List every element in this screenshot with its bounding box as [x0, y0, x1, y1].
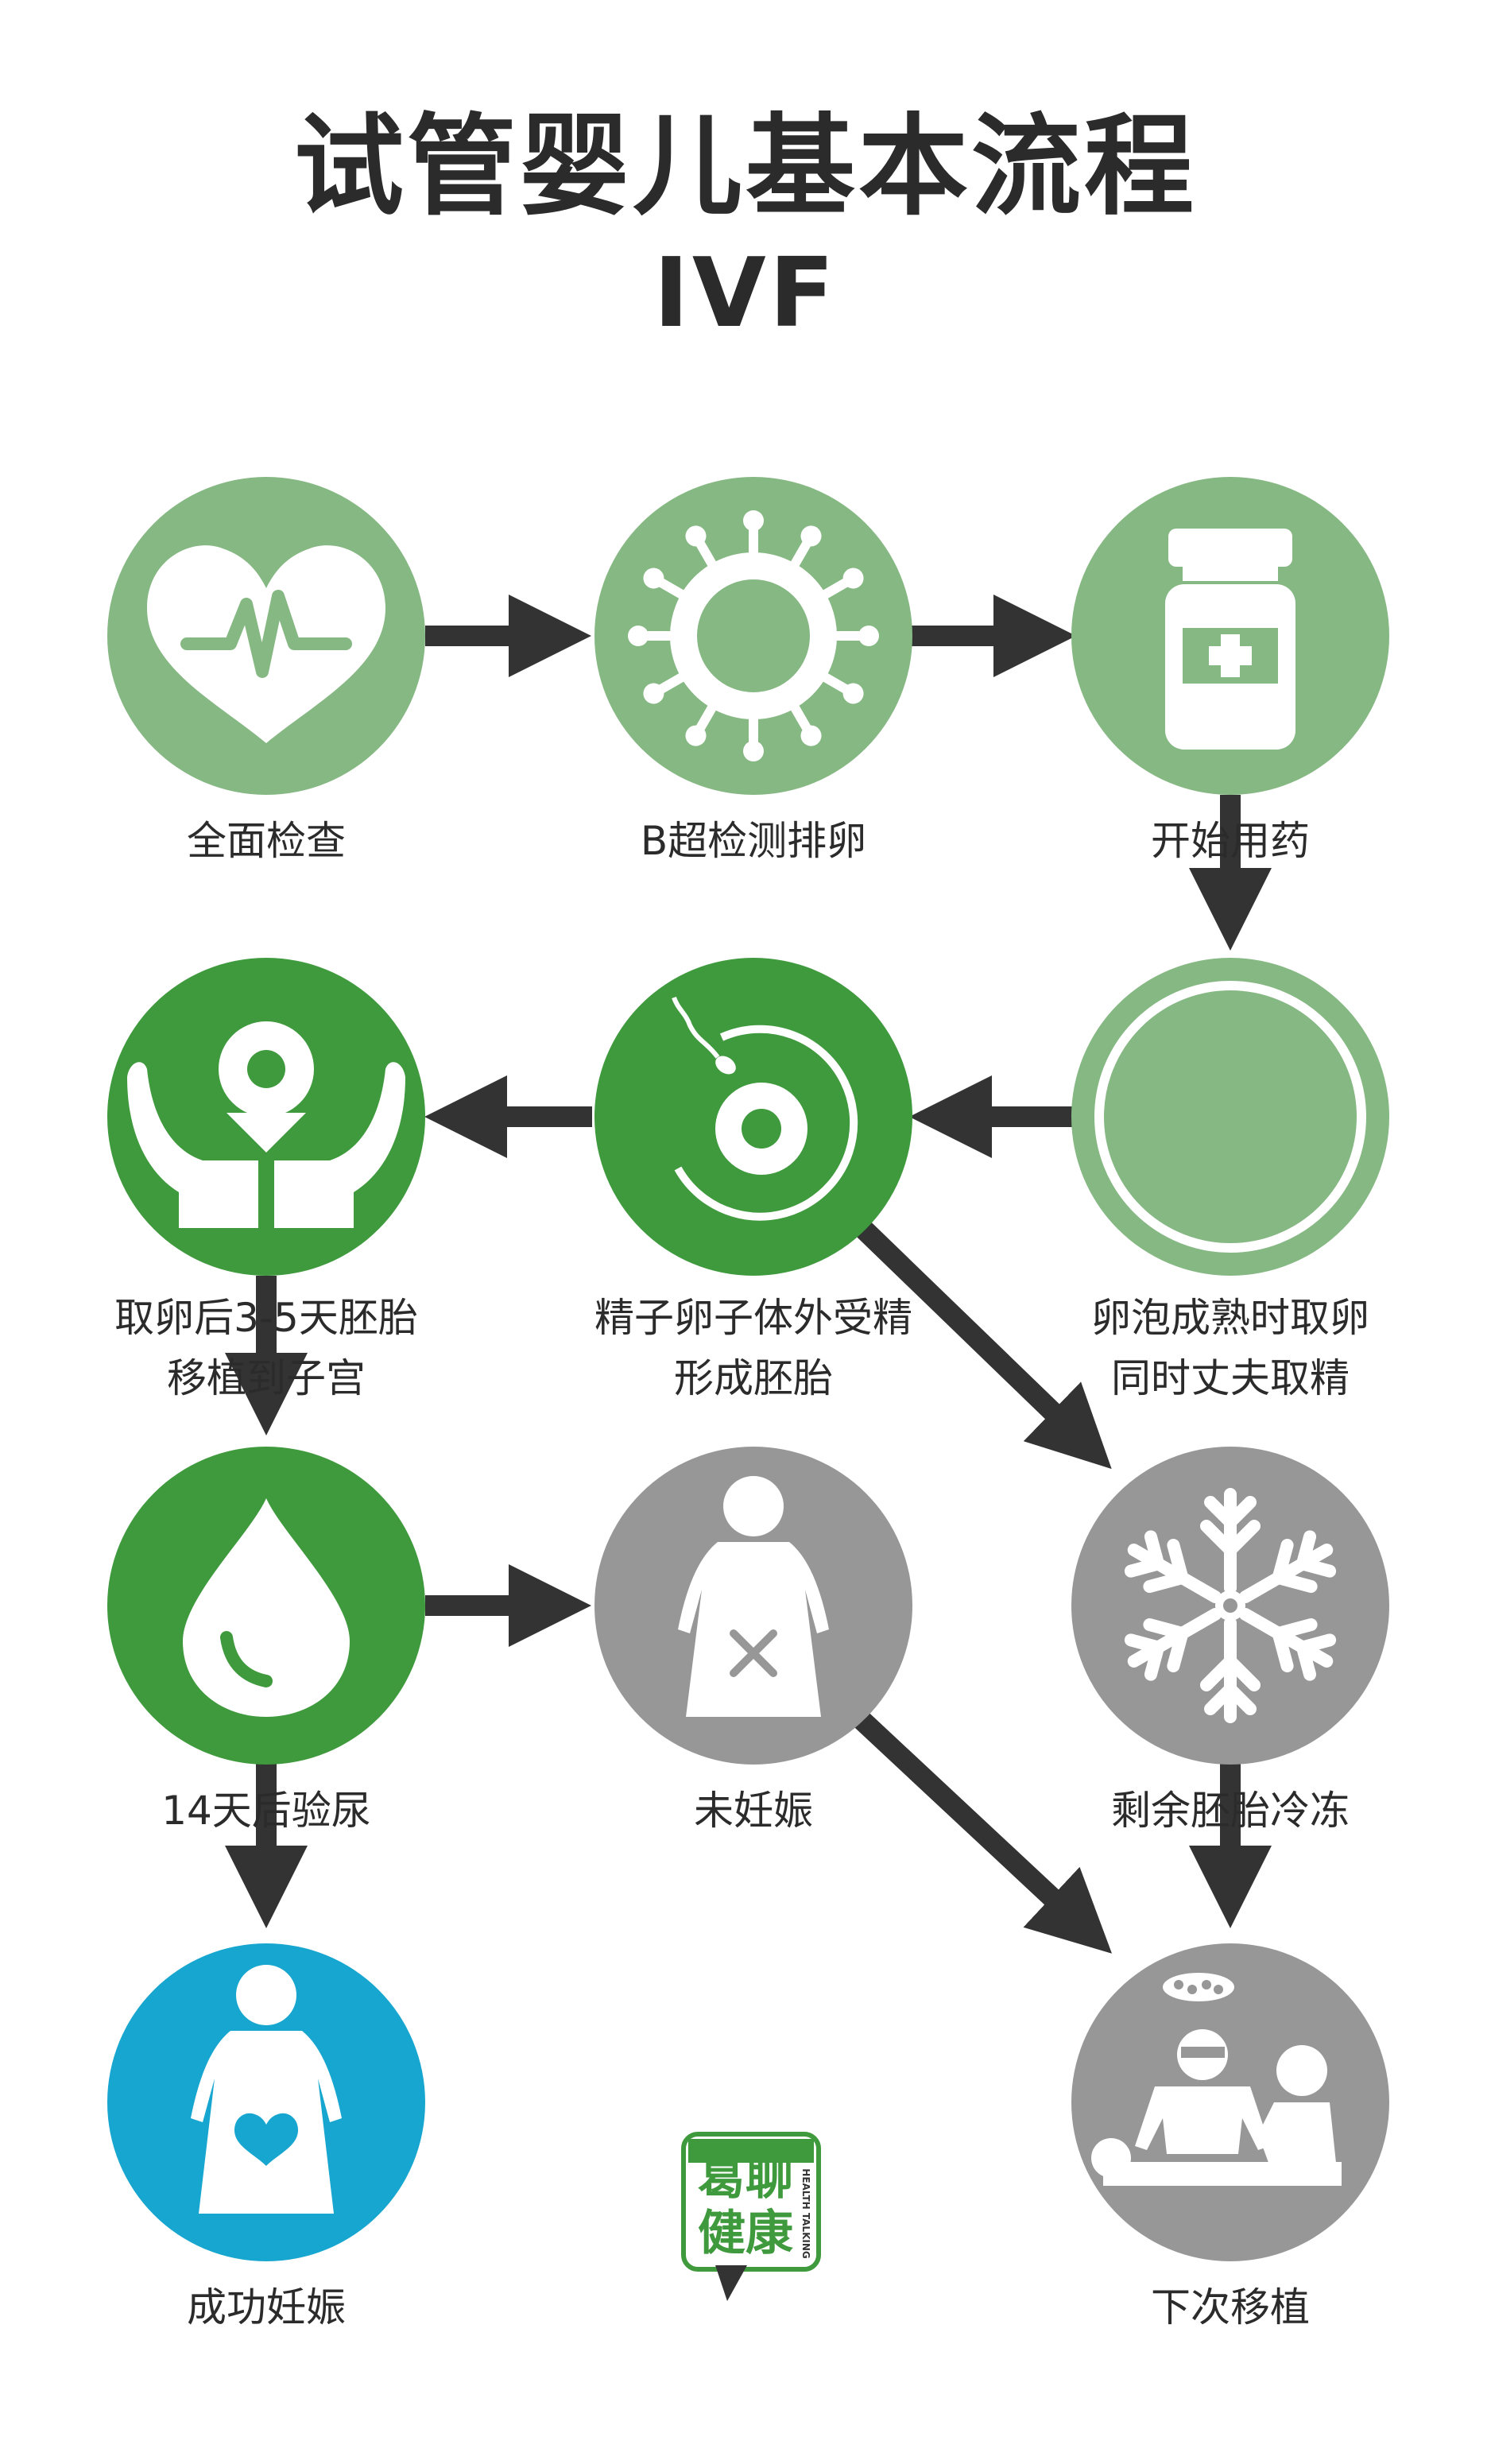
- logo-text-cn: 葛聊: [698, 2150, 793, 2206]
- medicine-bottle-icon: [1165, 529, 1295, 750]
- drop-icon: [183, 1498, 350, 1717]
- male-female-icon: [1155, 1029, 1308, 1199]
- pregnant-woman-heart-icon: [191, 1965, 342, 2214]
- snowflake-icon: [1124, 1488, 1337, 1723]
- brand-logo: 葛聊 健康 HEALTH TALKING: [681, 2132, 821, 2301]
- step-10-circle: [107, 1943, 425, 2261]
- hands-embryo-icon: [127, 1021, 405, 1228]
- step-11-circle: [1071, 1943, 1389, 2261]
- step-2-circle: [594, 477, 912, 795]
- woman-cross-icon: [678, 1476, 829, 1717]
- step-2-label: B超检测排卵: [640, 818, 867, 864]
- svg-text:健康: 健康: [698, 2206, 793, 2261]
- follicle-cell-icon: [628, 510, 879, 761]
- step-11-label: 下次移植: [1151, 2284, 1310, 2330]
- step-3-label: 开始用药: [1151, 818, 1310, 864]
- step-7-label: 14天后验尿: [161, 1788, 371, 1834]
- step-6-label: 取卵后3-5天胚胎移植到子宫: [114, 1295, 418, 1401]
- step-8-label: 未妊娠: [694, 1788, 813, 1834]
- step-5-label: 精子卵子体外受精形成胚胎: [594, 1295, 912, 1401]
- page-title: 试管婴儿基本流程: [293, 103, 1197, 231]
- arrow-8-11: [851, 1709, 1113, 1954]
- step-1-circle: [107, 477, 425, 795]
- step-9-label: 剩余胚胎冷冻: [1111, 1788, 1350, 1834]
- step-6-circle: [107, 958, 425, 1276]
- page-subtitle: IVF: [653, 238, 838, 349]
- arrows: [225, 595, 1272, 1954]
- step-1-label: 全面检查: [187, 818, 346, 864]
- doctor-transfer-icon: [1091, 1973, 1342, 2186]
- heart-pulse-icon: [147, 545, 385, 743]
- step-3-circle: [1071, 477, 1389, 795]
- step-10-label: 成功妊娠: [187, 2284, 346, 2330]
- step-7-circle: [107, 1447, 425, 1765]
- logo-text-en: HEALTH TALKING: [800, 2168, 811, 2258]
- step-8-circle: [594, 1447, 912, 1765]
- sperm-egg-icon: [672, 996, 858, 1221]
- step-9-circle: [1071, 1447, 1389, 1765]
- step-5-circle: [594, 958, 912, 1276]
- arrow-5-9: [850, 1216, 1112, 1470]
- step-4-label: 卵泡成熟时取卵同时丈夫取精: [1091, 1295, 1369, 1401]
- step-4-circle: [1071, 958, 1389, 1276]
